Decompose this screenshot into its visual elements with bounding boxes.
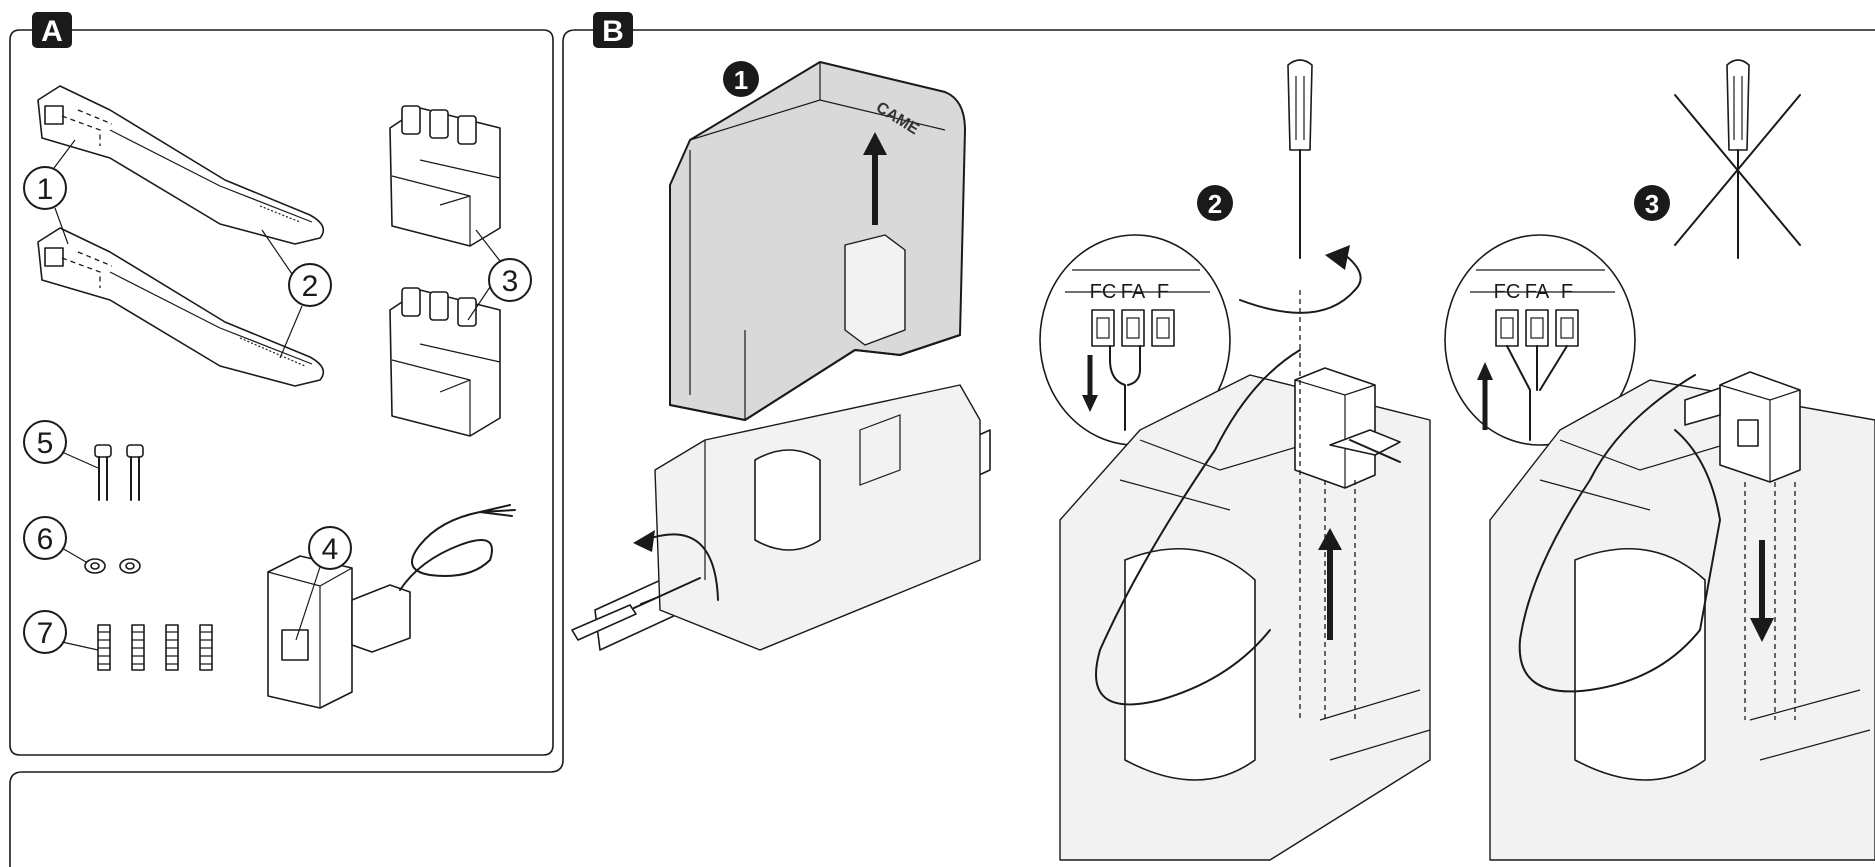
terminal-magnifier-step2: FC FA F <box>1039 234 1231 446</box>
callout-4-label: 4 <box>322 533 339 566</box>
up-arrow-icon <box>863 132 887 225</box>
rotate-arrow-icon <box>633 530 719 601</box>
control-board-step2 <box>1059 349 1431 861</box>
callout-6: 6 <box>23 516 87 563</box>
limit-switch-step3 <box>1684 371 1801 483</box>
step-3-badge: 3 <box>1634 185 1670 221</box>
terminal-f-label: F <box>1157 281 1169 303</box>
motor-base <box>654 384 981 651</box>
terminal-f-label: F <box>1561 281 1573 303</box>
terminal-fa-label: FA <box>1525 281 1550 303</box>
rod-bracket-lower <box>389 287 501 437</box>
rod-bracket-upper <box>389 105 501 247</box>
screwdriver-vertical-icon <box>1287 59 1313 259</box>
panel-b-frame <box>9 29 1875 867</box>
screwdriver-vertical-icon <box>1726 59 1750 259</box>
step-3-number: 3 <box>1645 189 1659 219</box>
guide-lines-step3 <box>1744 482 1796 720</box>
callout-7: 7 <box>23 610 99 654</box>
motor-cover: CAME <box>669 61 966 421</box>
panel-b-badge: B <box>593 12 633 48</box>
guide-lines-step2 <box>1299 290 1356 720</box>
limit-switch-rod-lower <box>37 227 325 387</box>
limit-switch-rod-upper <box>37 85 325 245</box>
callout-4: 4 <box>295 526 352 641</box>
limit-switch-module <box>267 504 516 709</box>
terminal-fc-label: FC <box>1090 281 1117 303</box>
threaded-pins <box>97 624 213 671</box>
callout-2-label: 2 <box>302 270 319 303</box>
callout-2: 2 <box>261 229 332 359</box>
control-board-step3 <box>1489 374 1875 861</box>
rotate-arrow-icon <box>1239 245 1362 314</box>
callout-1-label: 1 <box>37 173 54 206</box>
washers <box>84 558 141 574</box>
panel-a-frame <box>9 29 554 756</box>
step-2-number: 2 <box>1208 189 1222 219</box>
terminal-magnifier-step3: FC FA F <box>1444 234 1636 446</box>
screws <box>94 444 144 501</box>
terminal-fc-label: FC <box>1494 281 1521 303</box>
callout-6-label: 6 <box>37 523 54 556</box>
limit-switch-step2 <box>1294 367 1401 489</box>
callout-5-label: 5 <box>37 427 54 460</box>
callout-1: 1 <box>23 139 76 245</box>
step-1-number: 1 <box>734 65 748 95</box>
panel-b-label: B <box>602 15 624 48</box>
callout-3-label: 3 <box>502 265 519 298</box>
callout-5: 5 <box>23 420 99 469</box>
callout-7-label: 7 <box>37 617 54 650</box>
step-1-badge: 1 <box>723 61 759 97</box>
screwdriver-icon <box>571 577 701 641</box>
panel-a-badge: A <box>32 12 72 48</box>
up-arrow-icon <box>1318 528 1342 640</box>
callout-3: 3 <box>467 229 532 321</box>
step-2-badge: 2 <box>1197 185 1233 221</box>
panel-a-label: A <box>41 15 63 48</box>
down-arrow-icon <box>1750 540 1774 642</box>
terminal-fa-label: FA <box>1121 281 1146 303</box>
